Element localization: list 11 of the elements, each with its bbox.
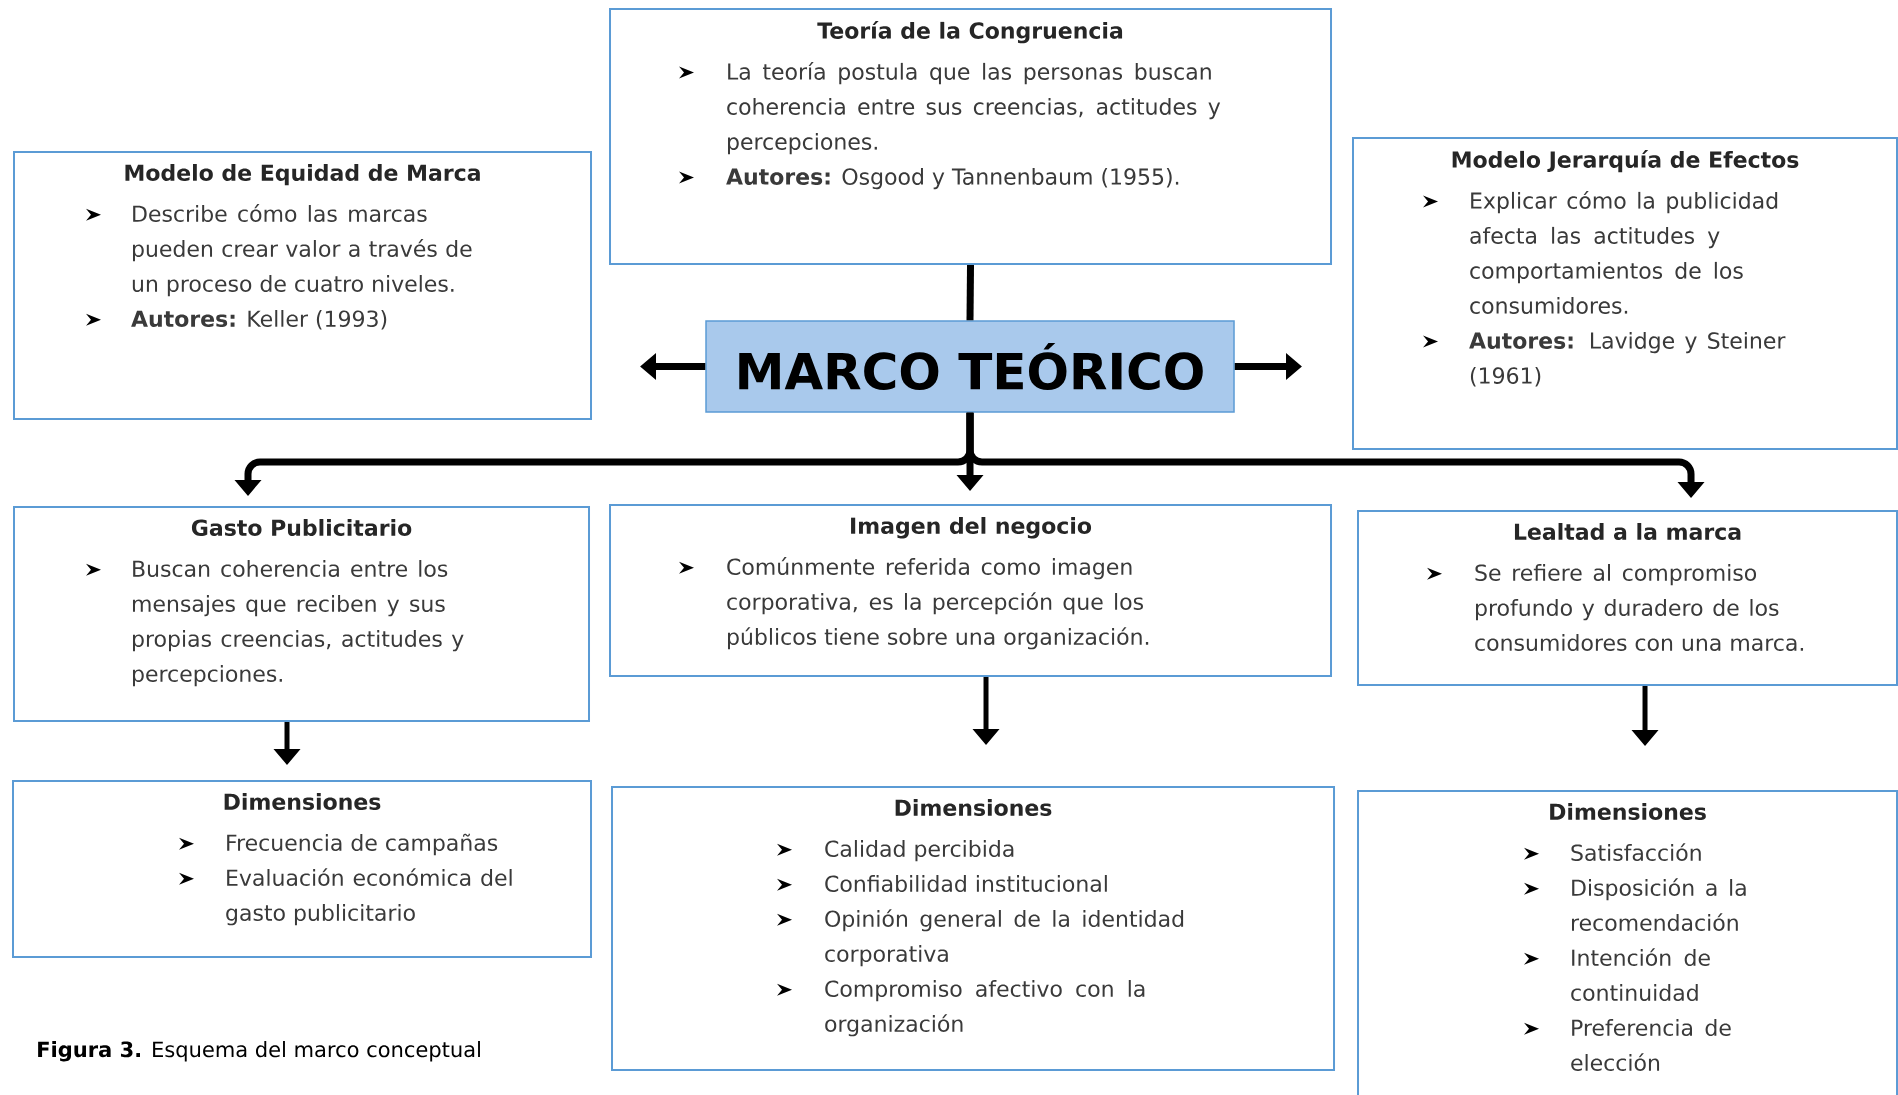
concept-box: Dimensiones Calidad percibida Confiabilidad institucional Opinión general de la identidad corporativa Compromiso afectivo con la organización	[611, 786, 1335, 1071]
caption: Figura 3. Esquema del marco conceptual	[38, 1041, 480, 1062]
concept-box: Modelo Jerarquía de Efectos Explicar cómo la publicidad afecta las actitudes y comportamientos de los consumidores. Autores: Lavidge y Steiner (1961)	[1352, 137, 1898, 450]
concept-box: Lealtad a la marca Se refiere al compromiso profundo y duradero de los consumidores con una marca.	[1357, 510, 1898, 686]
concept-box: Imagen del negocio Comúnmente referida como imagen corporativa, es la percepción que los públicos tiene sobre una organización.	[609, 504, 1332, 677]
concept-box: Modelo de Equidad de Marca Describe cómo las marcas pueden crear valor a través de un proceso de cuatro niveles. Autores: Keller (1993)	[13, 151, 592, 420]
concept-box: Dimensiones Frecuencia de campañas Evaluación económica del gasto publicitario	[12, 780, 592, 958]
concept-box: Teoría de la Congruencia La teoría postula que las personas buscan coherencia entre sus creencias, actitudes y percepciones. Autores: Osgood y Tannenbaum (1955).	[609, 8, 1332, 265]
concept-box: Gasto Publicitario Buscan coherencia entre los mensajes que reciben y sus propias creencias, actitudes y percepciones.	[13, 506, 590, 722]
concept-box: Dimensiones Satisfacción Disposición a la recomendación Intención de continuidad Preferencia de elección	[1357, 790, 1898, 1095]
title-box: MARCO TEÓRICO	[705, 320, 1235, 413]
